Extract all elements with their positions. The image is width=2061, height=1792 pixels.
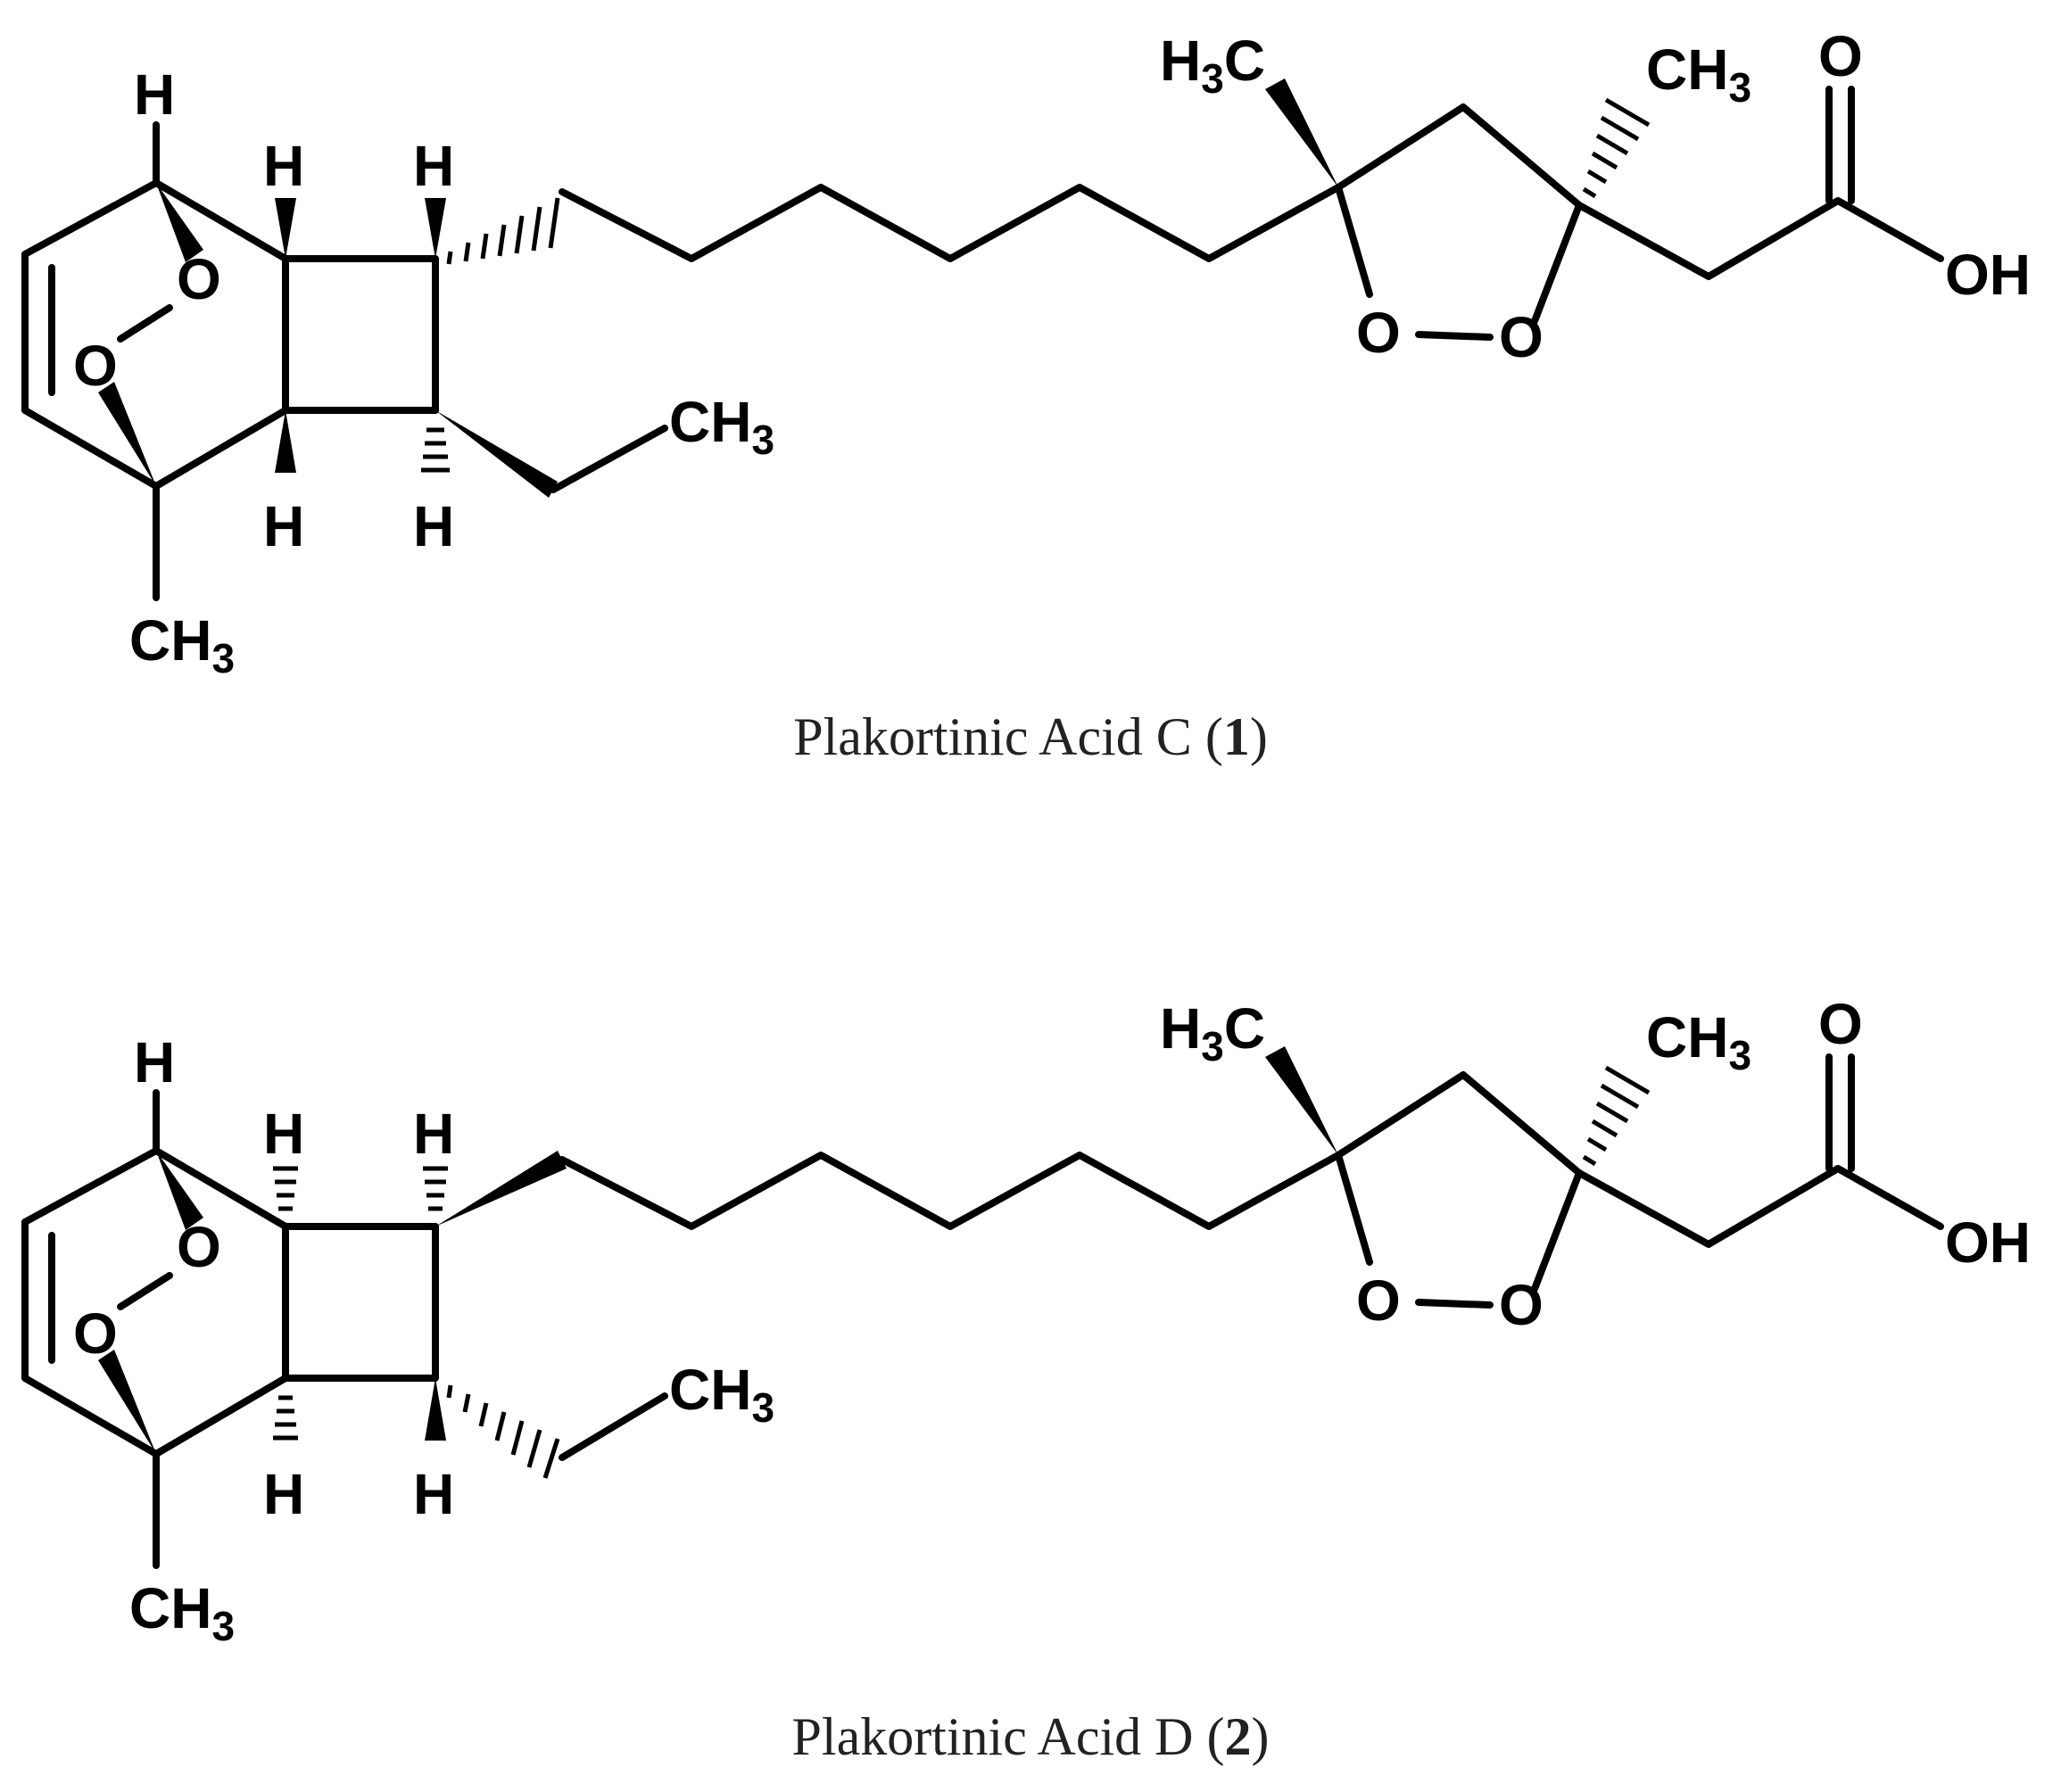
hashed-bond bbox=[446, 197, 560, 265]
oxygen-atom: O bbox=[177, 247, 221, 311]
bond bbox=[1335, 103, 1583, 325]
ethyl-methyl-label: CH3 bbox=[669, 390, 774, 463]
oxygen-atom: O bbox=[1499, 1273, 1544, 1337]
h3c-label: H3C bbox=[1160, 996, 1265, 1069]
bond bbox=[282, 255, 439, 414]
oxygen-atom: O bbox=[73, 1301, 118, 1366]
ethyl-methyl-label: CH3 bbox=[669, 1358, 774, 1431]
methyl-label: CH3 bbox=[1646, 1005, 1751, 1078]
structure-caption: Plakortinic Acid C (1) bbox=[793, 707, 1268, 766]
methyl-label: CH3 bbox=[129, 608, 235, 681]
bond bbox=[21, 1147, 289, 1458]
hashed-bond bbox=[446, 1384, 560, 1479]
wedge-bond bbox=[275, 410, 296, 473]
structure-plakortinic-acid-d: H H H H H O O CH3 CH3 H3C CH3 O O O OH P… bbox=[21, 992, 2031, 1766]
wedge-bond bbox=[425, 198, 446, 259]
h-atom: H bbox=[263, 494, 304, 558]
h-atom: H bbox=[413, 494, 454, 558]
h-atom: H bbox=[263, 1102, 304, 1166]
h-atom: H bbox=[413, 1102, 454, 1166]
wedge-bond bbox=[1265, 78, 1338, 187]
wedge-bond bbox=[435, 1151, 567, 1226]
hashed-bond bbox=[423, 1166, 448, 1211]
oxygen-atom: O bbox=[1356, 1268, 1401, 1333]
h-atom: H bbox=[263, 134, 304, 198]
h-atom: H bbox=[413, 134, 454, 198]
bond bbox=[1335, 1152, 1373, 1266]
bond bbox=[1576, 1165, 1944, 1248]
wedge-bond bbox=[98, 382, 156, 486]
hydroxyl-label: OH bbox=[1945, 243, 2031, 307]
wedge-bond bbox=[275, 198, 296, 259]
wedge-bond bbox=[98, 1350, 156, 1454]
hydroxyl-label: OH bbox=[1945, 1210, 2031, 1275]
hashed-bond bbox=[273, 1166, 298, 1211]
bond bbox=[21, 179, 289, 490]
wedge-bond bbox=[156, 1151, 203, 1230]
hashed-bond bbox=[273, 1395, 298, 1441]
wedge-bond bbox=[435, 410, 558, 498]
bond bbox=[559, 1152, 1342, 1230]
structure-caption: Plakortinic Acid D (2) bbox=[792, 1707, 1270, 1766]
wedge-bond bbox=[1265, 1046, 1338, 1155]
methyl-label: CH3 bbox=[129, 1576, 235, 1649]
methyl-label: CH3 bbox=[1646, 37, 1751, 111]
bond bbox=[1415, 1299, 1494, 1309]
hashed-bond bbox=[421, 427, 450, 473]
h3c-label: H3C bbox=[1160, 29, 1265, 102]
structure-plakortinic-acid-c: H H H H H O O CH3 CH3 H3C CH3 O O O OH P… bbox=[21, 24, 2031, 766]
wedge-bond bbox=[156, 183, 203, 262]
bond bbox=[1576, 197, 1944, 280]
carbonyl-oxygen: O bbox=[1818, 992, 1863, 1056]
h-atom: H bbox=[134, 62, 175, 127]
oxygen-atom: O bbox=[1499, 305, 1544, 369]
bond bbox=[559, 1392, 668, 1461]
hashed-bond bbox=[1582, 97, 1651, 199]
wedge-bond bbox=[425, 1378, 446, 1441]
hashed-bond bbox=[1582, 1065, 1651, 1167]
oxygen-atom: O bbox=[73, 334, 118, 398]
h-atom: H bbox=[263, 1462, 304, 1526]
bond bbox=[550, 425, 668, 493]
bond bbox=[1415, 331, 1494, 341]
oxygen-atom: O bbox=[1356, 301, 1401, 365]
bond bbox=[1335, 1071, 1583, 1292]
bond bbox=[117, 304, 173, 343]
oxygen-atom: O bbox=[177, 1215, 221, 1279]
bond bbox=[117, 1272, 173, 1310]
bond bbox=[1335, 184, 1373, 298]
h-atom: H bbox=[413, 1462, 454, 1526]
bond bbox=[559, 184, 1342, 262]
carbonyl-oxygen: O bbox=[1818, 24, 1863, 88]
bond bbox=[282, 1223, 439, 1382]
h-atom: H bbox=[134, 1030, 175, 1094]
